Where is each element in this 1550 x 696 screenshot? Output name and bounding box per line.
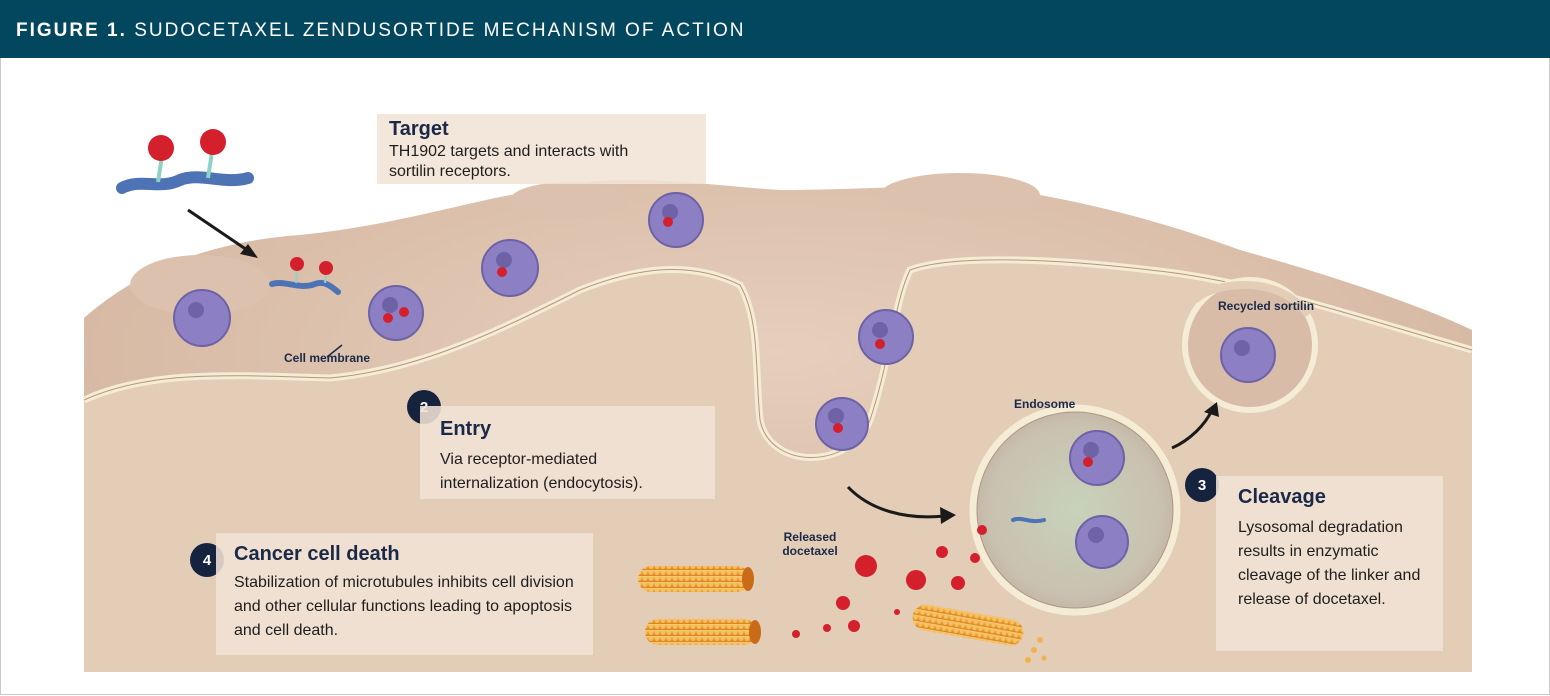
- figure-heading: FIGURE 1. SUDOCETAXEL ZENDUSORTIDE MECHA…: [16, 20, 745, 42]
- step-death-box: Cancer cell death Stabilization of micro…: [216, 533, 593, 655]
- figure-label: FIGURE 1.: [16, 20, 127, 41]
- sortilin-receptor: [1220, 327, 1276, 383]
- sortilin-receptor: [368, 285, 424, 341]
- step-entry-text: Via receptor-mediated internalization (e…: [440, 451, 643, 492]
- step-cleavage-box: Cleavage Lysosomal degradation results i…: [1216, 476, 1443, 651]
- cell-membrane-pointer: [326, 344, 343, 358]
- sortilin-receptor: [481, 239, 539, 297]
- th1902-molecule-free: [116, 129, 254, 194]
- step-entry-title: Entry: [440, 418, 492, 440]
- figure-title: SUDOCETAXEL ZENDUSORTIDE MECHANISM OF AC…: [134, 20, 746, 41]
- sortilin-receptor: [858, 309, 914, 365]
- arrow-to-endosome: [846, 485, 946, 519]
- released-docetaxel-label: Released docetaxel: [782, 530, 838, 558]
- step-cleavage-title: Cleavage: [1238, 486, 1326, 508]
- arrow-approach: [187, 208, 251, 254]
- endosome-label: Endosome: [1014, 397, 1076, 411]
- th1902-molecule-bound: [269, 257, 341, 295]
- step-target-title: Target: [389, 118, 449, 140]
- figure-header: FIGURE 1. SUDOCETAXEL ZENDUSORTIDE MECHA…: [0, 0, 1550, 58]
- endosome-vesicle: [969, 404, 1181, 616]
- step-death-text: Stabilization of microtubules inhibits c…: [234, 574, 574, 639]
- sortilin-receptor: [815, 397, 869, 451]
- released-docetaxel-particles: [792, 525, 987, 638]
- sortilin-receptor: [648, 192, 704, 248]
- cell-bulge: [510, 182, 630, 218]
- step-death-title: Cancer cell death: [234, 543, 400, 565]
- sortilin-receptor: [1075, 515, 1129, 569]
- cell-bulge: [880, 173, 1040, 217]
- cell-membrane-label: Cell membrane: [284, 351, 371, 365]
- step-target-text: TH1902 targets and interacts with sortil…: [389, 143, 629, 180]
- step-badge-3: 3: [1185, 468, 1219, 502]
- step-target-box: Target TH1902 targets and interacts with…: [377, 114, 706, 184]
- recycled-sortilin-label: Recycled sortilin: [1218, 299, 1315, 313]
- sortilin-receptor: [173, 289, 231, 347]
- step-entry-box: Entry Via receptor-mediated internalizat…: [420, 406, 715, 499]
- cell-bulge: [130, 255, 270, 315]
- step-cleavage-text: Lysosomal degradation results in enzymat…: [1238, 519, 1421, 608]
- sortilin-receptor: [1069, 430, 1125, 486]
- microtubules: [638, 566, 1047, 663]
